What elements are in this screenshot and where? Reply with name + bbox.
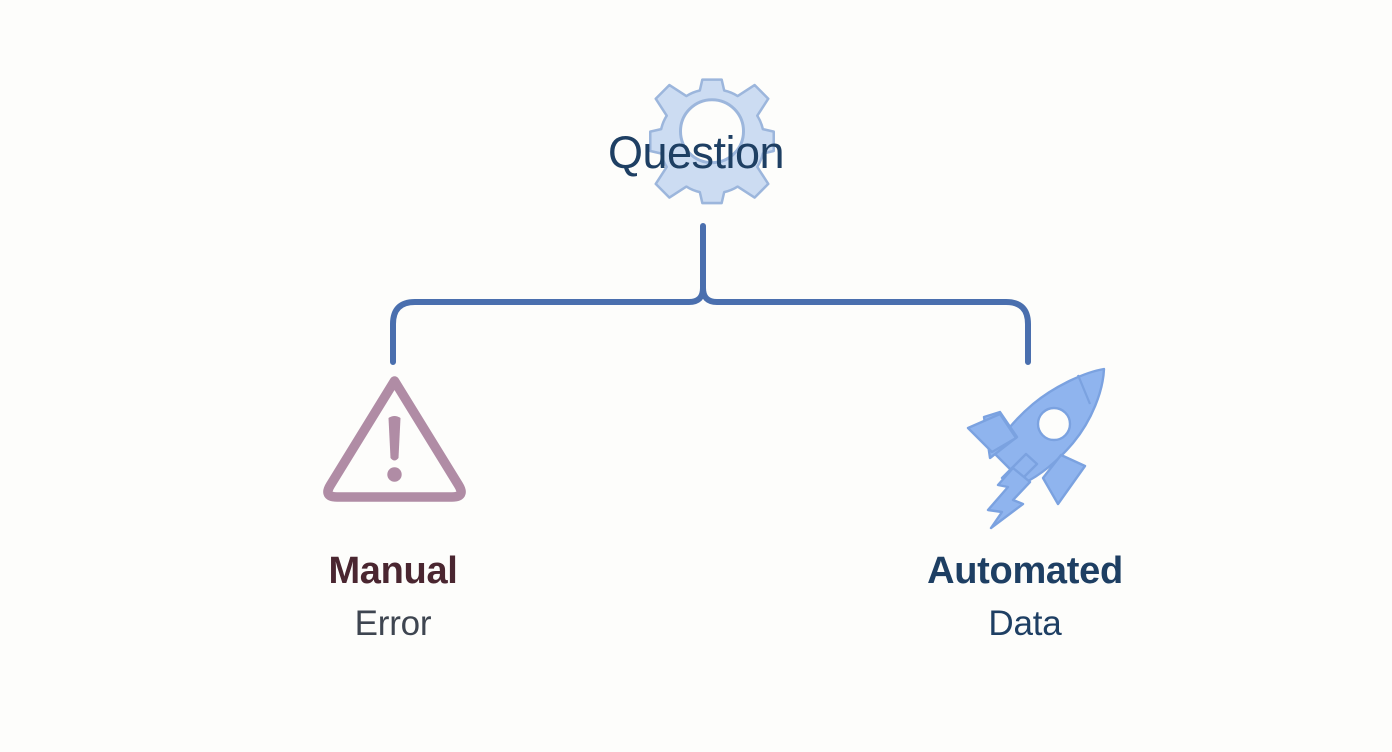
branch-automated-title: Automated [927,550,1123,592]
connector-lines [390,223,1031,365]
gear-icon [648,78,776,205]
branch-automated-subtitle: Data [988,603,1062,643]
warning-triangle-icon [323,376,466,502]
branch-automated-labels: Automated Data [835,550,1215,643]
branch-manual-labels: Manual Error [203,550,583,643]
rocket-icon [966,367,1106,530]
branch-manual-subtitle: Error [354,603,432,643]
branch-manual-title: Manual [328,550,458,592]
root-node-label: Question [607,127,785,178]
